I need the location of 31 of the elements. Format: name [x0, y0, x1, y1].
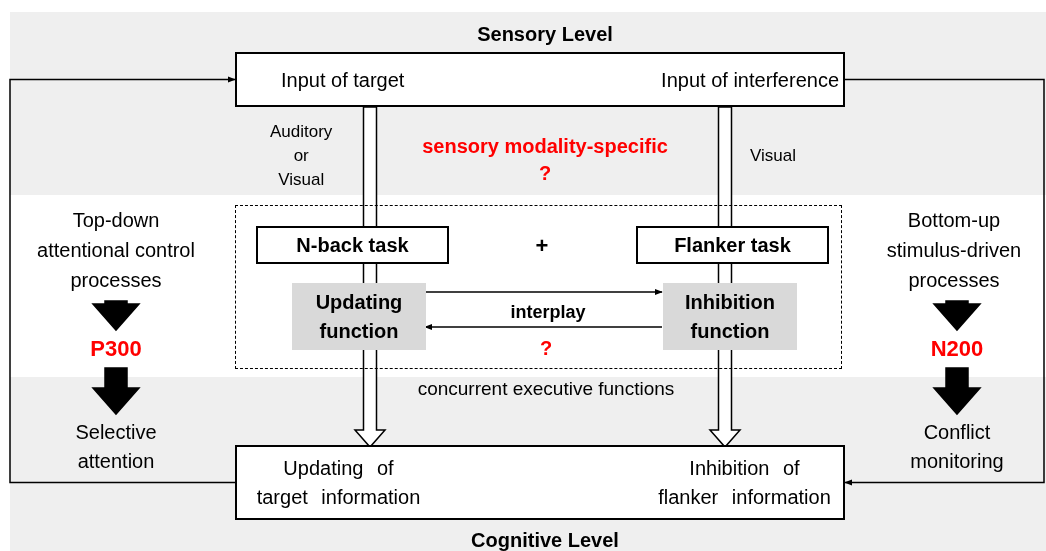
node-text: N200 [930, 334, 984, 363]
node-text: Selective attention [74, 420, 158, 474]
annotation-text: interplay [509, 301, 587, 324]
node-text: Input of target [281, 67, 405, 93]
annotation-text: concurrent executive functions [416, 377, 676, 401]
level-heading: Cognitive Level [470, 528, 620, 551]
node-text: Inhibition of flanker information [657, 455, 832, 510]
block-arrow [932, 300, 982, 332]
hollow-arrow [362, 106, 378, 228]
annotation-text: sensory modality-specific [421, 134, 669, 159]
node-text: P300 [90, 334, 142, 363]
node-text: Conflict monitoring [909, 420, 1005, 474]
question-mark: ? [537, 161, 553, 186]
block-arrow [91, 367, 141, 416]
question-mark: ? [538, 336, 554, 361]
node-text: Input of interference [661, 67, 839, 93]
plus-sign: + [534, 232, 550, 260]
node-text: Updating of target information [255, 455, 422, 510]
node-text: Bottom-up stimulus-driven processes [885, 208, 1023, 293]
arrow [9, 76, 236, 484]
dashed-group-box [235, 205, 842, 369]
node-text: Flanker task [674, 233, 791, 258]
arrow [844, 78, 1045, 486]
block-arrow [932, 367, 982, 416]
node-text: Inhibition function [684, 289, 776, 344]
node-text: N-back task [296, 233, 409, 258]
level-heading: Sensory Level [476, 22, 614, 47]
node-text: Top-down attentional control processes [36, 208, 196, 293]
block-arrow [91, 300, 141, 332]
node-text: Updating function [314, 289, 404, 344]
hollow-arrow [717, 106, 733, 228]
